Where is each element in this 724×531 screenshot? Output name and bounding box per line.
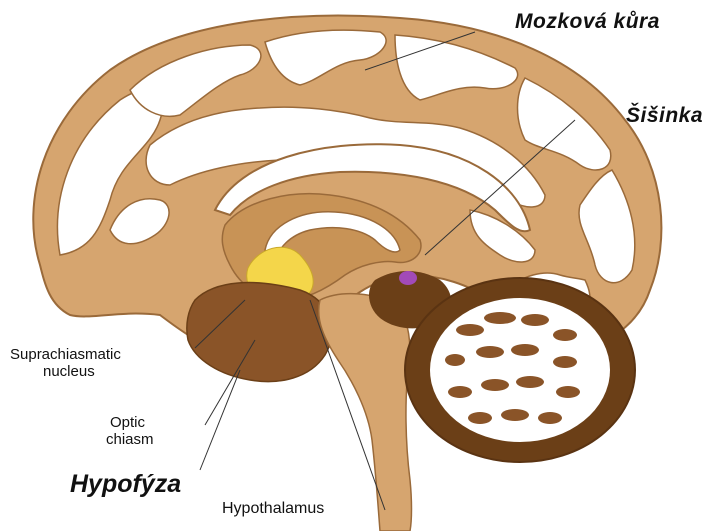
pineal-gland bbox=[399, 271, 417, 285]
label-optic-chiasm: Optic chiasm bbox=[106, 414, 154, 448]
label-scn-line2: nucleus bbox=[10, 363, 121, 380]
label-pituitary: Hypofýza bbox=[70, 470, 181, 499]
label-pineal: Šišinka bbox=[626, 104, 703, 128]
label-cortex: Mozková kůra bbox=[515, 10, 660, 34]
label-scn: Suprachiasmatic nucleus bbox=[10, 346, 121, 380]
leader-pituitary bbox=[200, 370, 240, 470]
cerebellum bbox=[405, 278, 635, 462]
label-optic-line2: chiasm bbox=[106, 431, 154, 448]
brainstem bbox=[319, 294, 412, 531]
label-hypothalamus: Hypothalamus bbox=[222, 500, 324, 518]
label-optic-line1: Optic bbox=[106, 414, 154, 431]
label-scn-line1: Suprachiasmatic bbox=[10, 346, 121, 363]
temporal-lobe bbox=[187, 283, 332, 382]
